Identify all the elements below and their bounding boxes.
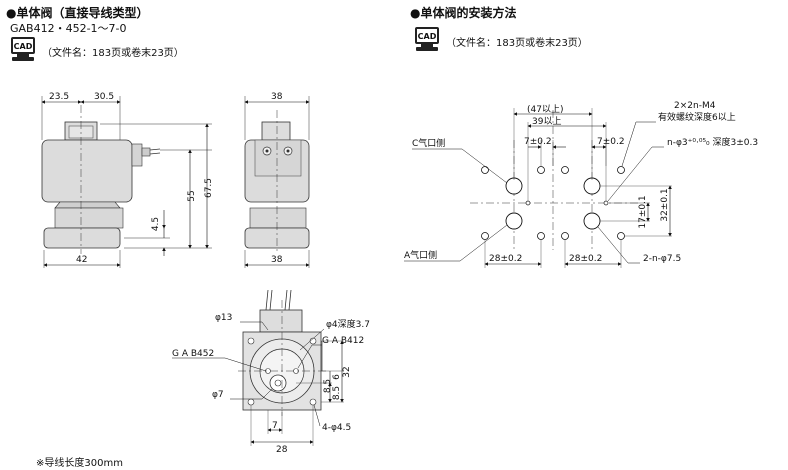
dim-47-min: (47以上) bbox=[527, 104, 563, 115]
dim-7-bottom: 7 bbox=[272, 421, 278, 431]
dim-8-5-a: 8.5 bbox=[323, 379, 333, 393]
left-section-title: ●单体阀（直接导线类型） bbox=[6, 6, 149, 20]
dim-17: 17±0.1 bbox=[638, 195, 648, 228]
dim-42: 42 bbox=[76, 255, 87, 265]
right-section-title: ●单体阀的安装方法 bbox=[410, 6, 517, 20]
label-a-side: A气口侧 bbox=[404, 249, 437, 261]
label-phi13: φ13 bbox=[215, 313, 232, 323]
dim-7-b: 7±0.2 bbox=[597, 137, 625, 147]
dim-39-min: 39以上 bbox=[532, 116, 561, 127]
label-c-side: C气口侧 bbox=[412, 137, 445, 149]
label-phi4-depth: φ4深度3.7 bbox=[326, 318, 370, 330]
right-file-note: （文件名：183页或卷末23页） bbox=[446, 38, 588, 49]
mounting-pattern: (47以上) 39以上 7±0.2 7±0.2 2×2n-M4 有效螺纹深度6以… bbox=[404, 101, 758, 268]
top-view: φ13 φ4深度3.7 G A B452 G A B412 φ7 6 8.5 8… bbox=[172, 289, 370, 455]
label-4-phi4-5: 4-φ4.5 bbox=[322, 423, 351, 433]
cad-icon-left-label: CAD bbox=[14, 42, 33, 51]
footnote: ※导线长度300mm bbox=[36, 458, 123, 469]
dim-7-a: 7±0.2 bbox=[524, 137, 552, 147]
dim-28-b: 28±0.2 bbox=[569, 254, 602, 264]
label-phi7: φ7 bbox=[212, 390, 224, 400]
dim-32: 32 bbox=[342, 366, 352, 377]
label-m4-note: 有效螺纹深度6以上 bbox=[658, 111, 736, 123]
dim-28-bottom: 28 bbox=[276, 445, 288, 455]
dim-6: 6 bbox=[332, 374, 342, 380]
side-view: 38 38 bbox=[244, 92, 310, 268]
dim-38-top: 38 bbox=[271, 92, 283, 102]
dim-4-5: 4.5 bbox=[151, 217, 161, 231]
dim-8-5-b: 8.5 bbox=[332, 386, 342, 400]
cad-icon-left[interactable]: CAD bbox=[10, 36, 36, 62]
cad-icon-right-label: CAD bbox=[418, 32, 437, 41]
dim-55: 55 bbox=[187, 190, 197, 201]
dim-30-5: 30.5 bbox=[94, 92, 114, 102]
dim-67-5: 67.5 bbox=[204, 178, 214, 198]
left-file-note: （文件名：183页或卷末23页） bbox=[42, 48, 184, 59]
label-phi7-5: 2-n-φ7.5 bbox=[643, 254, 681, 264]
dim-23-5: 23.5 bbox=[49, 92, 69, 102]
label-m4: 2×2n-M4 bbox=[674, 101, 716, 111]
dim-28-a: 28±0.2 bbox=[489, 254, 522, 264]
label-phi3: n-φ3⁺⁰·⁰⁵₀ 深度3±0.3 bbox=[667, 136, 758, 148]
dim-32-right: 32±0.1 bbox=[660, 188, 670, 221]
left-model-number: GAB412・452-1～7-0 bbox=[10, 22, 127, 35]
label-gab452: G A B452 bbox=[172, 349, 214, 359]
front-view: 23.5 30.5 55 67.5 4.5 42 bbox=[41, 92, 214, 268]
cad-icon-right[interactable]: CAD bbox=[414, 26, 440, 52]
dim-38-bottom: 38 bbox=[271, 255, 283, 265]
